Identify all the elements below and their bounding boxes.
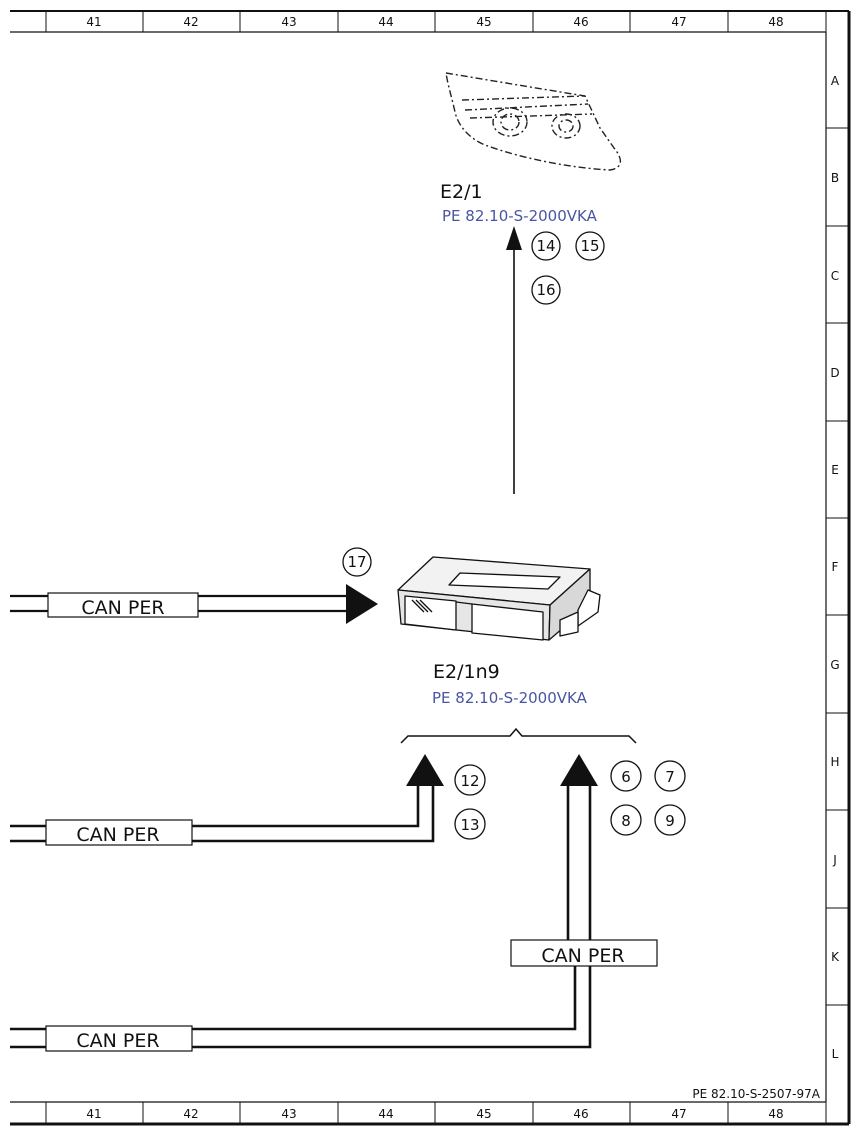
callout-number: 17 (347, 553, 366, 571)
callout-8[interactable]: 8 (610, 804, 642, 836)
callout-number: 15 (580, 237, 599, 255)
callout-7[interactable]: 7 (654, 760, 686, 792)
row-label: D (830, 366, 839, 380)
column-label: 44 (378, 1107, 393, 1121)
can-label-top: CAN PER (47, 592, 199, 619)
column-label: 44 (378, 15, 393, 29)
can-label-text: CAN PER (81, 597, 164, 619)
column-label: 41 (86, 15, 101, 29)
row-label: L (832, 1047, 839, 1061)
document-id: PE 82.10-S-2507-97A (692, 1087, 820, 1101)
connector-brace (400, 727, 637, 744)
callout-number: 13 (460, 816, 479, 834)
column-label: 45 (476, 1107, 491, 1121)
callout-15[interactable]: 15 (575, 231, 605, 261)
can-label-text: CAN PER (76, 1030, 159, 1052)
callout-14[interactable]: 14 (531, 231, 561, 261)
row-label: B (831, 171, 839, 185)
row-label: F (832, 560, 839, 574)
module-designation: E2/1n9 (433, 661, 500, 683)
drawing-frame (10, 10, 851, 1126)
headlamp-signal-arrow (506, 226, 522, 494)
column-label: 45 (476, 15, 491, 29)
row-label: H (830, 755, 839, 769)
can-label-text: CAN PER (76, 824, 159, 846)
callout-number: 9 (665, 812, 675, 830)
column-label: 43 (281, 15, 296, 29)
can-line-vertical (10, 782, 592, 1049)
callout-12[interactable]: 12 (454, 764, 486, 796)
can-label-vertical: CAN PER (510, 939, 658, 967)
can-label-middle: CAN PER (45, 819, 193, 846)
callout-number: 16 (536, 281, 555, 299)
callout-9[interactable]: 9 (654, 804, 686, 836)
column-label: 47 (671, 1107, 686, 1121)
row-label: A (831, 74, 840, 88)
callout-13[interactable]: 13 (454, 808, 486, 840)
row-ruler-right: A B C D E F G H J K L (826, 74, 849, 1061)
column-label: 42 (183, 15, 198, 29)
column-label: 47 (671, 15, 686, 29)
column-label: 43 (281, 1107, 296, 1121)
bottom-input-arrow (560, 754, 598, 786)
column-label: 42 (183, 1107, 198, 1121)
column-ruler-bottom: 41 42 43 44 45 46 47 48 (45, 1102, 827, 1124)
row-label: J (832, 853, 837, 867)
headlamp-icon[interactable] (445, 72, 621, 171)
headlamp-designation: E2/1 (440, 181, 483, 203)
middle-input-arrow (406, 754, 444, 786)
row-label: C (831, 269, 839, 283)
module-reference-link[interactable]: PE 82.10-S-2000VKA (432, 689, 588, 707)
column-label: 46 (573, 1107, 588, 1121)
column-label: 46 (573, 15, 588, 29)
row-label: E (831, 463, 839, 477)
callout-number: 14 (536, 237, 555, 255)
callout-number: 12 (460, 772, 479, 790)
column-label: 48 (768, 1107, 783, 1121)
can-label-bottom: CAN PER (45, 1025, 193, 1052)
callout-6[interactable]: 6 (610, 760, 642, 792)
column-ruler-top: 41 42 43 44 45 46 47 48 (45, 11, 827, 32)
row-label: G (830, 658, 839, 672)
callout-17[interactable]: 17 (342, 547, 372, 577)
can-label-text: CAN PER (541, 945, 624, 967)
column-label: 48 (768, 15, 783, 29)
callout-16[interactable]: 16 (531, 275, 561, 305)
callout-number: 8 (621, 812, 631, 830)
control-module-icon[interactable] (397, 556, 601, 641)
column-label: 41 (86, 1107, 101, 1121)
callout-number: 6 (621, 768, 631, 786)
row-label: K (831, 950, 840, 964)
callout-number: 7 (665, 768, 675, 786)
headlamp-reference-link[interactable]: PE 82.10-S-2000VKA (442, 207, 598, 225)
